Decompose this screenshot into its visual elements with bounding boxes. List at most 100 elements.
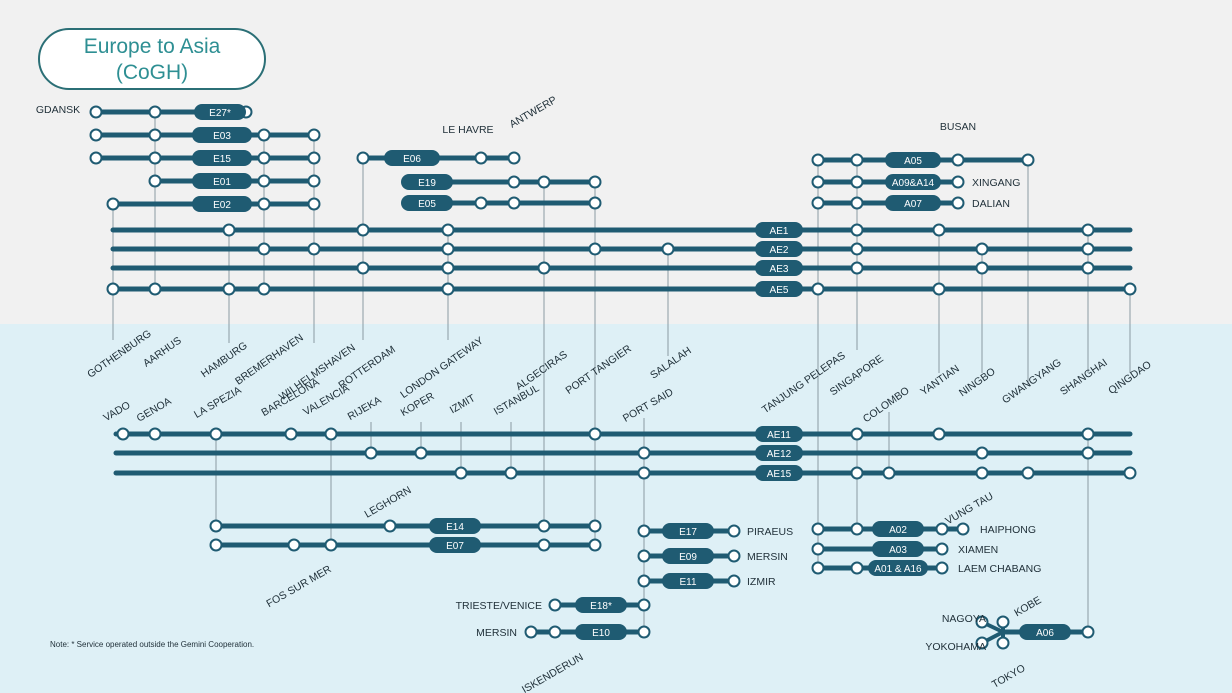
port-stop <box>588 519 602 533</box>
port-stop <box>106 282 120 296</box>
port-stop <box>356 261 370 275</box>
port-stop <box>811 175 825 189</box>
badge-pill <box>192 173 252 189</box>
port-stop <box>441 242 455 256</box>
port-stop <box>637 549 651 563</box>
port-stop <box>951 175 965 189</box>
service-code: E11 <box>679 577 696 588</box>
service-badge-e03: E03 <box>192 127 252 143</box>
badge-pill <box>872 521 924 537</box>
port-stop <box>882 466 896 480</box>
port-stop <box>1021 153 1035 167</box>
port-stop <box>637 574 651 588</box>
port-stop <box>996 636 1010 650</box>
port-stop <box>148 282 162 296</box>
service-badge-e27: E27* <box>194 104 246 120</box>
service-code: E27* <box>209 108 231 119</box>
port-label-piraeus: PIRAEUS <box>747 526 793 538</box>
service-badge-e19: E19 <box>401 174 453 190</box>
port-stop <box>148 427 162 441</box>
port-stop <box>932 223 946 237</box>
service-badge-e05: E05 <box>401 195 453 211</box>
badge-pill <box>429 537 481 553</box>
port-stop <box>850 175 864 189</box>
service-badge-e02: E02 <box>192 196 252 212</box>
port-stop <box>850 522 864 536</box>
service-code: AE15 <box>767 469 792 480</box>
port-stop <box>504 466 518 480</box>
port-stop <box>474 151 488 165</box>
port-stop <box>727 574 741 588</box>
port-label-izmir: IZMIR <box>747 576 776 588</box>
port-stop <box>209 427 223 441</box>
port-stop <box>811 561 825 575</box>
service-badge-e18: E18* <box>575 597 627 613</box>
service-badge-ae5: AE5 <box>755 281 803 297</box>
badge-pill <box>192 196 252 212</box>
service-code: A06 <box>1036 628 1054 639</box>
service-badge-ae12: AE12 <box>755 445 803 461</box>
service-code: AE11 <box>767 430 791 441</box>
port-stop <box>537 538 551 552</box>
port-stop <box>975 446 989 460</box>
port-label-haiphong: HAIPHONG <box>980 524 1036 536</box>
port-stop <box>811 542 825 556</box>
service-badge-a01a16: A01 & A16 <box>868 560 928 576</box>
port-stop <box>507 151 521 165</box>
badge-pill <box>575 624 627 640</box>
port-stop <box>89 105 103 119</box>
port-stop <box>324 538 338 552</box>
port-stop <box>850 261 864 275</box>
badge-pill <box>401 174 453 190</box>
port-label-yokohama: YOKOHAMA <box>925 641 986 653</box>
port-stop <box>148 151 162 165</box>
badge-pill <box>755 281 803 297</box>
port-stop <box>1123 466 1137 480</box>
port-stop <box>222 223 236 237</box>
port-stop <box>850 242 864 256</box>
port-stop <box>996 615 1010 629</box>
port-stop <box>307 197 321 211</box>
badge-pill <box>192 127 252 143</box>
badge-pill <box>755 241 803 257</box>
port-stop <box>257 197 271 211</box>
badge-pill <box>384 150 440 166</box>
badge-pill <box>885 174 941 190</box>
service-badge-a07: A07 <box>885 195 941 211</box>
port-stop <box>474 196 488 210</box>
badge-pill <box>194 104 246 120</box>
service-badge-e11: E11 <box>662 573 714 589</box>
port-stop <box>932 427 946 441</box>
port-stop <box>383 519 397 533</box>
port-stop <box>811 522 825 536</box>
badge-pill <box>868 560 928 576</box>
port-stop <box>441 261 455 275</box>
port-stop <box>1081 242 1095 256</box>
service-code: AE1 <box>770 226 789 237</box>
port-stop <box>935 561 949 575</box>
port-stop <box>209 538 223 552</box>
badge-pill <box>755 465 803 481</box>
service-badge-e17: E17 <box>662 523 714 539</box>
port-stop <box>975 242 989 256</box>
service-code: E09 <box>679 552 697 563</box>
port-stop <box>932 282 946 296</box>
title-line-1: Europe to Asia <box>83 35 221 58</box>
port-label-xingang: XINGANG <box>972 177 1020 189</box>
port-stop <box>588 242 602 256</box>
port-stop <box>524 625 538 639</box>
title-line-2: (CoGH) <box>115 61 189 84</box>
port-stop <box>1081 427 1095 441</box>
port-stop <box>148 128 162 142</box>
port-stop <box>935 542 949 556</box>
service-code: E18* <box>590 601 612 612</box>
badge-pill <box>872 541 924 557</box>
service-badge-a05: A05 <box>885 152 941 168</box>
service-code: AE3 <box>770 264 789 275</box>
port-stops <box>89 105 1137 650</box>
port-stop <box>1021 466 1035 480</box>
port-stop <box>441 223 455 237</box>
service-badge-a03: A03 <box>872 541 924 557</box>
badge-pill <box>1019 624 1071 640</box>
